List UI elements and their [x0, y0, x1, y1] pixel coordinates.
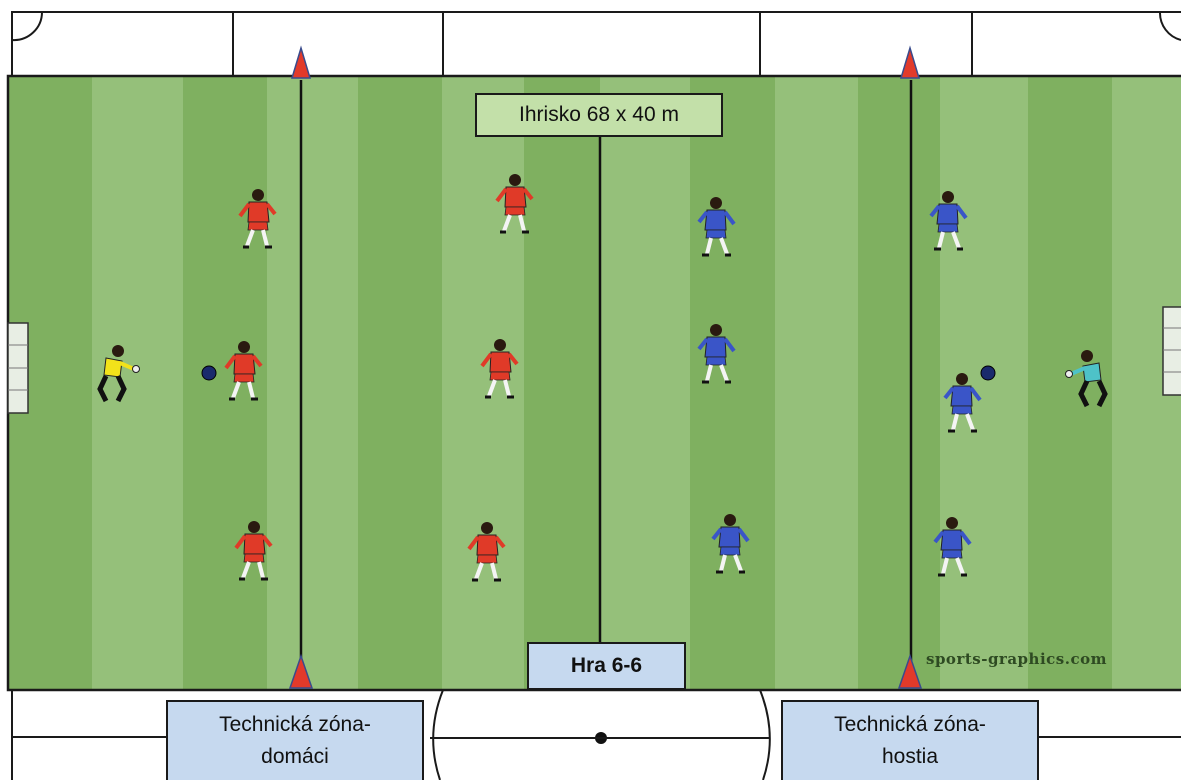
cones — [288, 45, 923, 689]
cone-marker — [288, 653, 314, 689]
away-player — [697, 324, 736, 384]
cone-marker — [897, 653, 923, 689]
zone-away-line1: Technická zóna- — [834, 713, 986, 736]
technical-zone-away: Technická zóna- hostia — [781, 700, 1039, 780]
grass-stripe — [92, 76, 183, 690]
field-size-label: Ihrisko 68 x 40 m — [475, 93, 723, 137]
home-player — [495, 174, 534, 234]
away-player — [697, 197, 736, 257]
away-player — [943, 373, 982, 433]
cone-marker — [899, 45, 921, 79]
grass-stripe — [775, 76, 858, 690]
away-goalkeeper — [1065, 350, 1108, 408]
grass-stripe — [358, 76, 442, 690]
home-player — [224, 341, 263, 401]
zone-home-line2: domáci — [261, 745, 329, 768]
grass-stripe — [524, 76, 600, 690]
home-goalkeeper — [97, 345, 140, 403]
away-player — [933, 517, 972, 577]
cone-marker — [290, 45, 312, 79]
field-size-text: Ihrisko 68 x 40 m — [519, 103, 679, 126]
home-player — [234, 521, 273, 581]
technical-zone-home: Technická zóna- domáci — [166, 700, 424, 780]
grass-stripe — [183, 76, 267, 690]
away-player — [929, 191, 968, 251]
home-player — [480, 339, 519, 399]
ball — [201, 365, 217, 381]
home-goal — [7, 322, 29, 414]
zone-home-line1: Technická zóna- — [219, 713, 371, 736]
grass-stripe — [442, 76, 524, 690]
grass-stripe — [858, 76, 940, 690]
home-player — [467, 522, 506, 582]
grass-stripe — [600, 76, 690, 690]
ball — [980, 365, 996, 381]
grass-stripe — [940, 76, 1028, 690]
home-player — [238, 189, 277, 249]
game-format-text: Hra 6-6 — [570, 654, 643, 677]
away-goal — [1162, 306, 1181, 396]
grass-stripe — [267, 76, 358, 690]
zone-away-line2: hostia — [881, 745, 939, 768]
watermark: sports-graphics.com — [926, 650, 1107, 668]
players — [97, 174, 1108, 582]
game-format-label: Hra 6-6 — [527, 642, 686, 690]
grass-stripes — [8, 76, 1181, 690]
away-player — [711, 514, 750, 574]
